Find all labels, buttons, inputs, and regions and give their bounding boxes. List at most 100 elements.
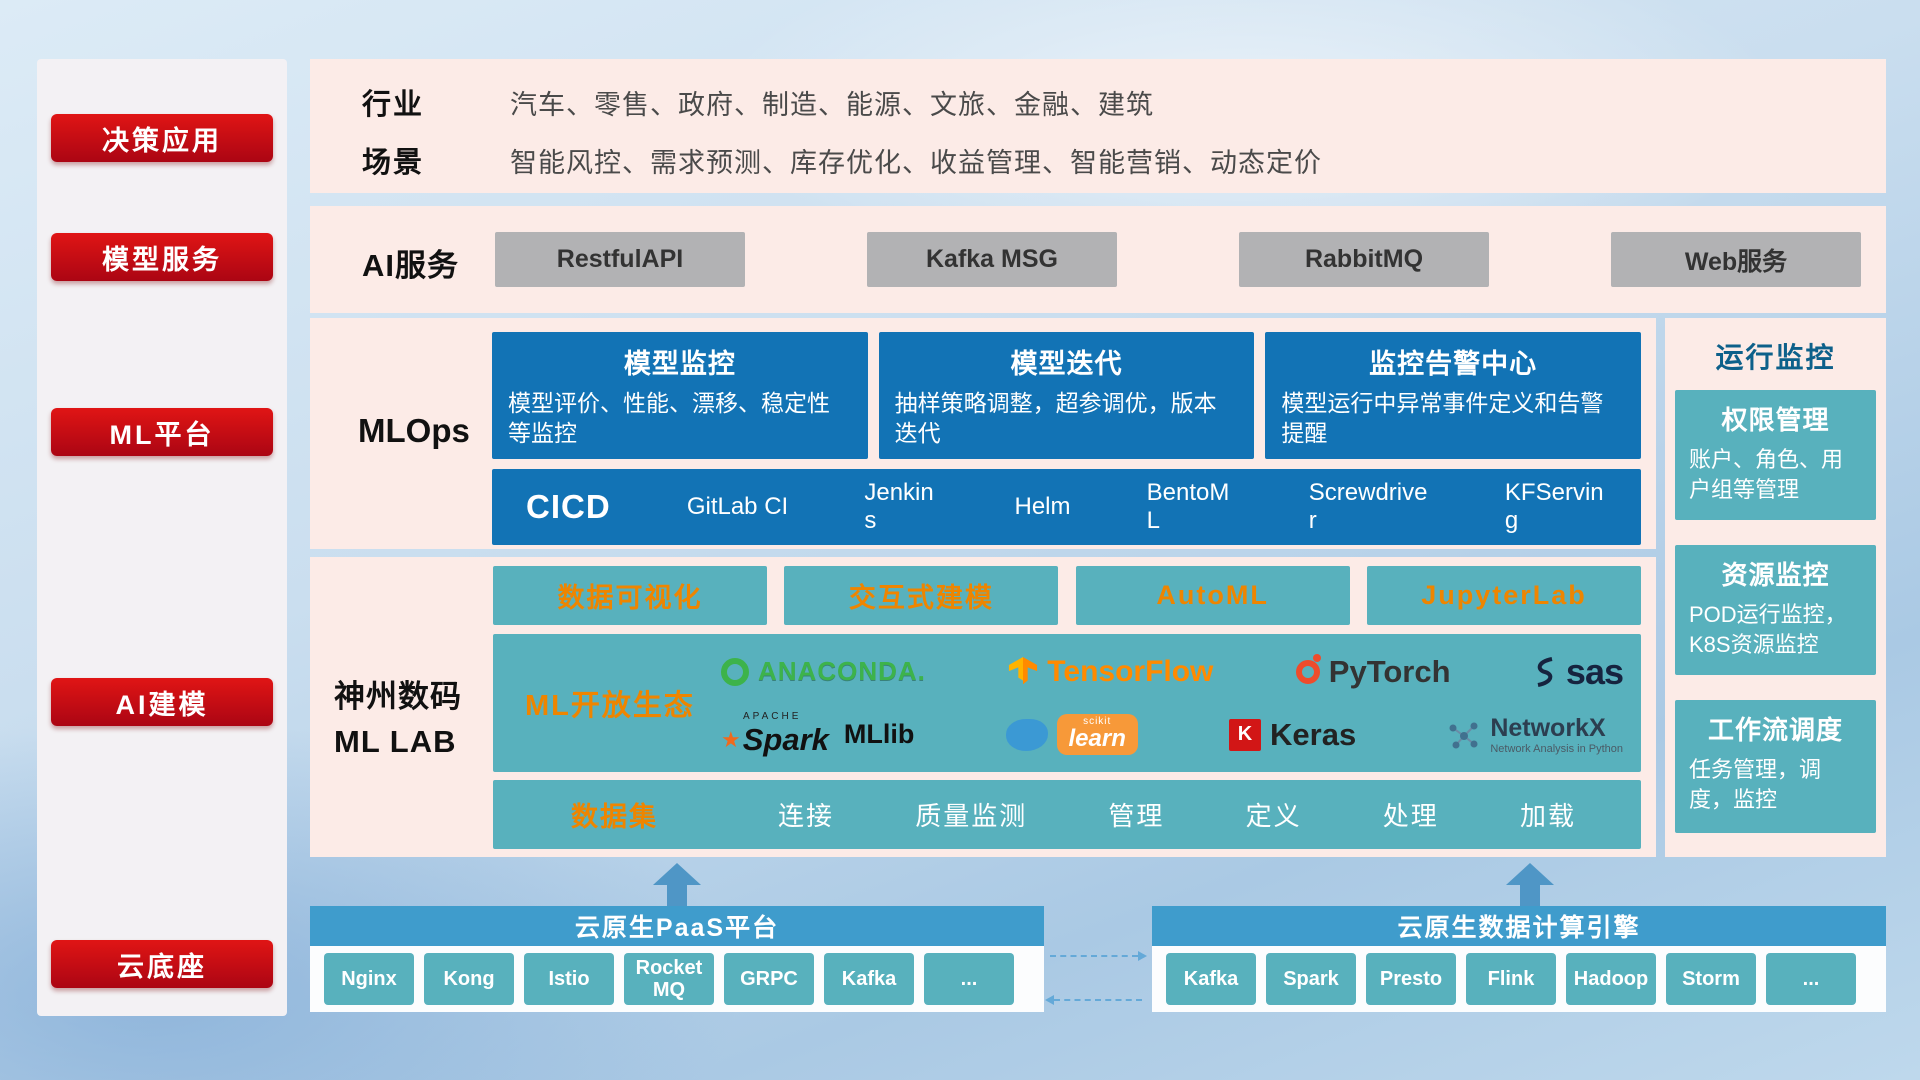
learn-wordmark: learn — [1068, 725, 1126, 752]
dataset-connect: 连接 — [778, 801, 835, 831]
networkx-icon — [1449, 722, 1478, 748]
sas-wordmark: sas — [1565, 650, 1624, 692]
ai-service-buttons: RestfulAPI Kafka MSG RabbitMQ Web服务 — [495, 232, 1861, 287]
scene-list: 智能风控、需求预测、库存优化、收益管理、智能营销、动态定价 — [510, 148, 1322, 178]
paas-nginx: Nginx — [324, 953, 414, 1005]
mllab-label-line2: ML LAB — [334, 723, 457, 759]
spark-star-icon: ★ — [721, 727, 741, 752]
dataset-quality: 质量监测 — [915, 801, 1028, 831]
card-desc: 抽样策略调整，超参调优，版本迭代 — [894, 390, 1217, 447]
arrow-stem — [1520, 885, 1540, 906]
engine-presto: Presto — [1366, 953, 1456, 1005]
spark-mllib-logo: APACHE ★ Spark MLlib — [721, 711, 914, 758]
ai-service-label: AI服务 — [362, 248, 459, 283]
paas-kong: Kong — [424, 953, 514, 1005]
industry-label: 行业 — [362, 89, 425, 121]
paas-grpc: GRPC — [724, 953, 814, 1005]
card-title: 工作流调度 — [1707, 715, 1843, 745]
cicd-gitlab-ci: GitLab CI — [686, 493, 789, 521]
card-title: 权限管理 — [1721, 405, 1830, 435]
paas-istio: Istio — [524, 953, 614, 1005]
card-workflow-scheduler: 工作流调度 任务管理，调度，监控 — [1675, 700, 1876, 833]
engine-hadoop: Hadoop — [1566, 953, 1656, 1005]
engine-kafka: Kafka — [1166, 953, 1256, 1005]
dataset-define: 定义 — [1245, 801, 1302, 831]
anaconda-logo: ANACONDA. — [721, 656, 926, 687]
paas-components: Nginx Kong Istio RocketMQ GRPC Kafka ... — [310, 946, 1044, 1012]
cicd-jenkins: Jenkins — [864, 479, 934, 534]
card-model-monitoring: 模型监控 模型评价、性能、漂移、稳定性等监控 — [492, 332, 868, 459]
ml-open-ecosystem: ML开放生态 ANACONDA. TensorFlow — [493, 634, 1641, 772]
dataset-bar: 数据集 连接 质量监测 管理 定义 处理 加载 — [493, 780, 1641, 849]
networkx-text-group: NetworkX Network Analysis in Python — [1490, 714, 1623, 755]
ai-service-panel: AI服务 RestfulAPI Kafka MSG RabbitMQ Web服务 — [310, 206, 1886, 313]
logo-row-1: ANACONDA. TensorFlow PyTorch — [721, 640, 1624, 703]
mlops-panel: MLOps 模型监控 模型评价、性能、漂移、稳定性等监控 模型迭代 抽样策略调整… — [310, 318, 1656, 549]
dataset-title: 数据集 — [571, 802, 658, 832]
engine-components: Kafka Spark Presto Flink Hadoop Storm ..… — [1152, 946, 1886, 1012]
mllab-label-line1: 神州数码 — [334, 679, 462, 714]
layer-sidebar: 决策应用 模型服务 ML平台 AI建模 云底座 — [37, 59, 287, 1016]
runtime-monitor-panel: 运行监控 权限管理 账户、角色、用户组等管理 资源监控 POD运行监控，K8S资… — [1665, 318, 1886, 857]
spark-wordmark: Spark — [742, 722, 829, 757]
spark-wordmark-group: APACHE ★ Spark — [721, 711, 829, 758]
card-resource-monitor: 资源监控 POD运行监控，K8S资源监控 — [1675, 545, 1876, 675]
dashed-arrow-left — [1045, 995, 1142, 1005]
service-rabbitmq: RabbitMQ — [1239, 232, 1489, 287]
paas-rocketmq: RocketMQ — [624, 953, 714, 1005]
card-title: 监控告警中心 — [1369, 349, 1538, 379]
tensorflow-icon — [1009, 656, 1038, 684]
layer-ai-modeling: AI建模 — [51, 678, 273, 726]
keras-wordmark: Keras — [1270, 716, 1357, 752]
service-restfulapi: RestfulAPI — [495, 232, 745, 287]
tensorflow-logo: TensorFlow — [1008, 655, 1213, 689]
industry-scene-panel: 行业 汽车、零售、政府、制造、能源、文旅、金融、建筑 场景 智能风控、需求预测、… — [310, 59, 1886, 193]
cicd-title: CICD — [526, 488, 611, 525]
arrow-head — [653, 863, 701, 885]
mlops-cards: 模型监控 模型评价、性能、漂移、稳定性等监控 模型迭代 抽样策略调整，超参调优，… — [492, 332, 1642, 459]
keras-logo: K Keras — [1229, 717, 1356, 753]
apache-caption: APACHE — [743, 711, 802, 722]
card-desc: POD运行监控，K8S资源监控 — [1689, 602, 1847, 657]
cicd-bentoml: BentoML — [1146, 479, 1230, 534]
engine-storm: Storm — [1666, 953, 1756, 1005]
card-title: 模型迭代 — [1010, 349, 1123, 379]
engine-header: 云原生数据计算引擎 — [1152, 906, 1886, 946]
sas-logo: sas — [1533, 650, 1624, 693]
cicd-kfserving: KFServing — [1504, 479, 1604, 534]
card-desc: 模型运行中异常事件定义和告警提醒 — [1281, 390, 1604, 447]
scikit-caption: scikit — [1083, 716, 1112, 727]
runtime-monitor-title: 运行监控 — [1715, 342, 1836, 373]
cicd-screwdriver: Screwdriver — [1308, 479, 1428, 534]
networkx-logo: NetworkX Network Analysis in Python — [1447, 714, 1623, 755]
service-kafka-msg: Kafka MSG — [867, 232, 1117, 287]
arrow-head — [1506, 863, 1554, 885]
pytorch-logo: PyTorch — [1295, 653, 1451, 690]
scikit-learn-logo: scikit learn — [1005, 714, 1138, 755]
mlops-label: MLOps — [358, 412, 470, 449]
tensorflow-wordmark: TensorFlow — [1047, 654, 1214, 688]
engine-more: ... — [1766, 953, 1856, 1005]
card-desc: 账户、角色、用户组等管理 — [1689, 447, 1844, 502]
anaconda-wordmark: ANACONDA. — [758, 656, 926, 686]
scene-label: 场景 — [362, 147, 425, 179]
tool-automl: AutoML — [1075, 566, 1350, 625]
engine-flink: Flink — [1466, 953, 1556, 1005]
networkx-wordmark: NetworkX — [1490, 714, 1606, 742]
logo-row-2: APACHE ★ Spark MLlib scikit learn — [721, 703, 1623, 766]
paas-kafka: Kafka — [824, 953, 914, 1005]
cicd-bar: CICD GitLab CI Jenkins Helm BentoML Scre… — [492, 469, 1641, 545]
layer-cloud-base: 云底座 — [51, 940, 273, 988]
sas-icon — [1537, 656, 1553, 687]
paas-more: ... — [924, 953, 1014, 1005]
card-permission-mgmt: 权限管理 账户、角色、用户组等管理 — [1675, 390, 1876, 520]
ecosystem-logos: ANACONDA. TensorFlow PyTorch — [721, 634, 1641, 772]
scikit-learn-badge: scikit learn — [1056, 714, 1138, 755]
spark-row: ★ Spark — [721, 722, 829, 758]
cicd-helm: Helm — [1014, 493, 1071, 521]
tool-jupyterlab: JupyterLab — [1366, 566, 1641, 625]
card-model-iteration: 模型迭代 抽样策略调整，超参调优，版本迭代 — [878, 332, 1255, 459]
dashed-arrow-right — [1050, 951, 1147, 961]
industry-list: 汽车、零售、政府、制造、能源、文旅、金融、建筑 — [510, 90, 1154, 120]
dataset-items: 连接 质量监测 管理 定义 处理 加载 — [778, 796, 1576, 833]
